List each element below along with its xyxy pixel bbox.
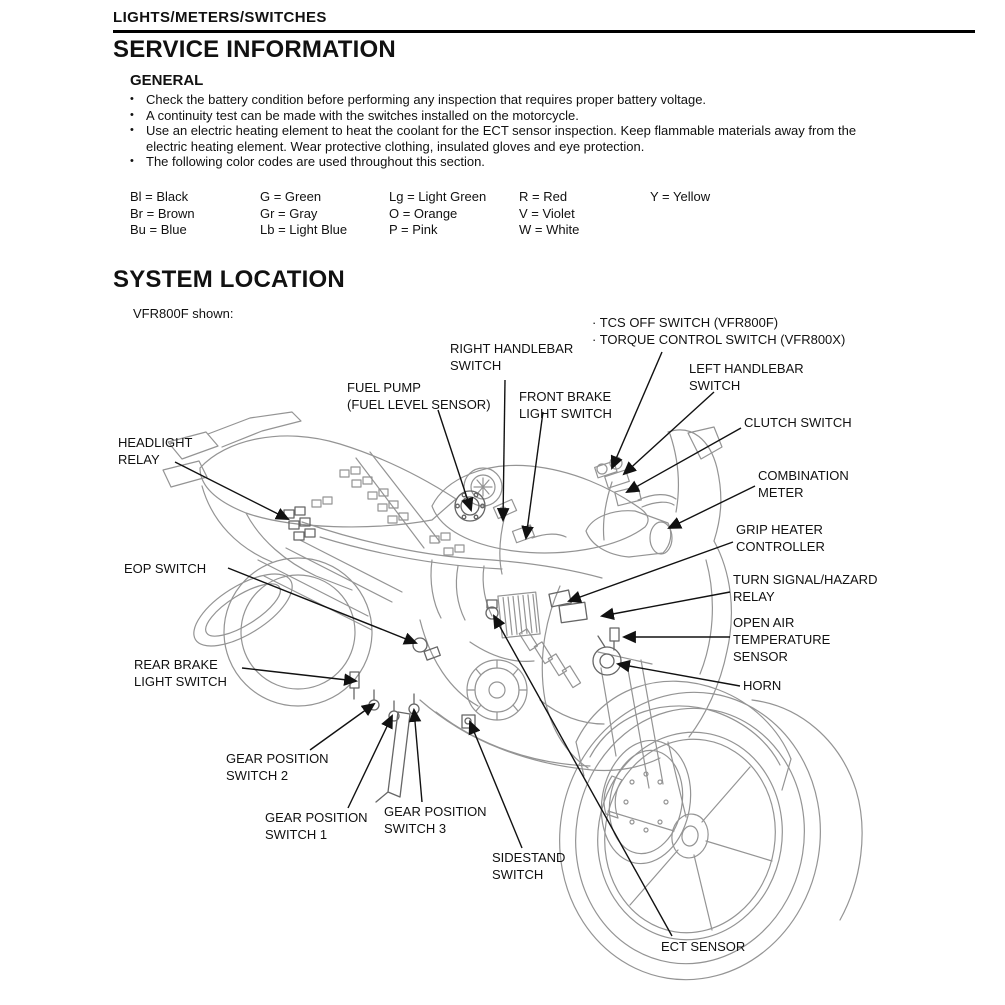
eop-switch-shape — [412, 637, 441, 661]
leader-fuel-pump — [437, 409, 474, 512]
leader-eop-switch — [227, 567, 418, 645]
bullet-marker: • — [130, 108, 134, 121]
bullet-marker: • — [130, 93, 134, 105]
bullet-text: Check the battery condition before perfo… — [146, 92, 707, 107]
color-code: P = Pink — [389, 222, 438, 237]
label-clutch-switch: CLUTCH SWITCH — [744, 415, 852, 430]
leader-headlight-relay — [174, 461, 290, 520]
motorcycle-line-art — [162, 411, 863, 981]
component-shapes — [283, 490, 622, 803]
leader-horn — [615, 659, 741, 687]
headlight-relay-shape — [283, 506, 316, 541]
color-code: Br = Brown — [130, 205, 195, 221]
color-code-column: G = Green Gr = Gray Lb = Light Blue — [260, 189, 347, 239]
leader-gear-switch-3 — [408, 707, 423, 803]
color-code: Bu = Blue — [130, 222, 187, 237]
bullet-marker: • — [130, 155, 134, 168]
ect-sensor-shape — [485, 599, 499, 620]
label-gear-position-switch-2: GEAR POSITION SWITCH 2 — [226, 751, 329, 783]
label-left-handlebar-switch: LEFT HANDLEBAR SWITCH — [689, 361, 804, 393]
color-code: Gr = Gray — [260, 205, 318, 221]
leader-sidestand — [468, 720, 523, 849]
bullet-text: A continuity test can be made with the s… — [146, 107, 579, 123]
label-front-brake-light-switch: FRONT BRAKE LIGHT SWITCH — [519, 389, 612, 421]
leader-right-handlebar — [496, 379, 510, 523]
leader-tcs-switch — [610, 351, 663, 470]
leader-gear-switch-1 — [347, 714, 393, 809]
color-code: W = White — [519, 222, 580, 237]
bullet-item: • The following color codes are used thr… — [130, 154, 886, 170]
gear-position-switch-shapes — [368, 689, 420, 722]
bullet-text: Use an electric heating element to heat … — [146, 123, 857, 154]
color-code: Lb = Light Blue — [260, 222, 348, 237]
label-right-handlebar-switch: RIGHT HANDLEBAR SWITCH — [450, 341, 574, 373]
leader-clutch-switch — [625, 427, 742, 494]
label-rear-brake-light-switch: REAR BRAKE LIGHT SWITCH — [134, 657, 227, 689]
system-location-title: SYSTEM LOCATION — [113, 266, 345, 293]
color-code: Bl = Black — [130, 189, 189, 204]
color-code: O = Orange — [389, 205, 458, 221]
label-turn-signal-hazard-relay: TURN SIGNAL/HAZARD RELAY — [733, 572, 878, 604]
label-gear-position-switch-3: GEAR POSITION SWITCH 3 — [384, 804, 487, 836]
leader-turn-signal-relay — [599, 591, 731, 620]
label-gear-position-switch-1: GEAR POSITION SWITCH 1 — [265, 810, 368, 842]
label-eop-switch: EOP SWITCH — [124, 561, 207, 576]
label-ect-sensor: ECT SENSOR — [661, 939, 746, 954]
header-rule — [113, 30, 975, 33]
label-fuel-pump: FUEL PUMP (FUEL LEVEL SENSOR) — [347, 380, 491, 412]
label-combination-meter: COMBINATION METER — [758, 468, 849, 500]
label-sidestand-switch: SIDESTAND SWITCH — [492, 850, 566, 882]
leader-left-handlebar — [622, 391, 715, 476]
bullet-item: • Check the battery condition before per… — [130, 92, 886, 108]
color-code-column: Lg = Light Green O = Orange P = Pink — [389, 189, 486, 239]
label-tcs-off-torque-control-switch: · TCS OFF SWITCH (VFR800F) · TORQUE CONT… — [592, 315, 846, 347]
color-code: R = Red — [519, 189, 568, 204]
color-code-column: R = Red V = Violet W = White — [519, 189, 579, 239]
open-air-temp-sensor-shape — [609, 627, 620, 651]
page-header: LIGHTS/METERS/SWITCHES — [113, 9, 327, 26]
color-code-column: Bl = Black Br = Brown Bu = Blue — [130, 189, 195, 239]
label-open-air-temperature-sensor: OPEN AIR TEMPERATURE SENSOR — [733, 615, 831, 664]
label-headlight-relay: HEADLIGHT RELAY — [118, 435, 193, 467]
bullet-item: • A continuity test can be made with the… — [130, 108, 886, 124]
service-information-title: SERVICE INFORMATION — [113, 36, 396, 63]
leader-lines — [174, 351, 756, 937]
leader-front-brake — [521, 411, 544, 541]
sidestand-switch-shape — [375, 711, 476, 803]
turn-signal-relay-shape — [558, 601, 588, 624]
general-bullet-list: • Check the battery condition before per… — [130, 92, 886, 170]
color-code: Y = Yellow — [650, 189, 711, 204]
bullet-item: • Use an electric heating element to hea… — [130, 123, 886, 154]
color-code: V = Violet — [519, 205, 575, 221]
label-horn: HORN — [743, 678, 782, 693]
leader-rear-brake — [241, 667, 359, 686]
horn-shape — [592, 635, 622, 676]
leader-ect-sensor — [492, 614, 673, 937]
model-shown-caption: VFR800F shown: — [133, 306, 234, 321]
color-code: Lg = Light Green — [389, 189, 487, 204]
color-code-table: Bl = Black Br = Brown Bu = Blue G = Gree… — [130, 189, 850, 241]
leader-gear-switch-2 — [309, 702, 376, 751]
color-code: G = Green — [260, 189, 322, 204]
bullet-marker: • — [130, 124, 134, 137]
bullet-text: The following color codes are used throu… — [146, 154, 485, 170]
leader-combination-meter — [667, 485, 756, 529]
label-grip-heater-controller: GRIP HEATER CONTROLLER — [736, 522, 825, 554]
color-code-column: Y = Yellow — [650, 189, 710, 206]
leader-grip-heater — [567, 541, 734, 603]
general-title: GENERAL — [130, 72, 204, 89]
